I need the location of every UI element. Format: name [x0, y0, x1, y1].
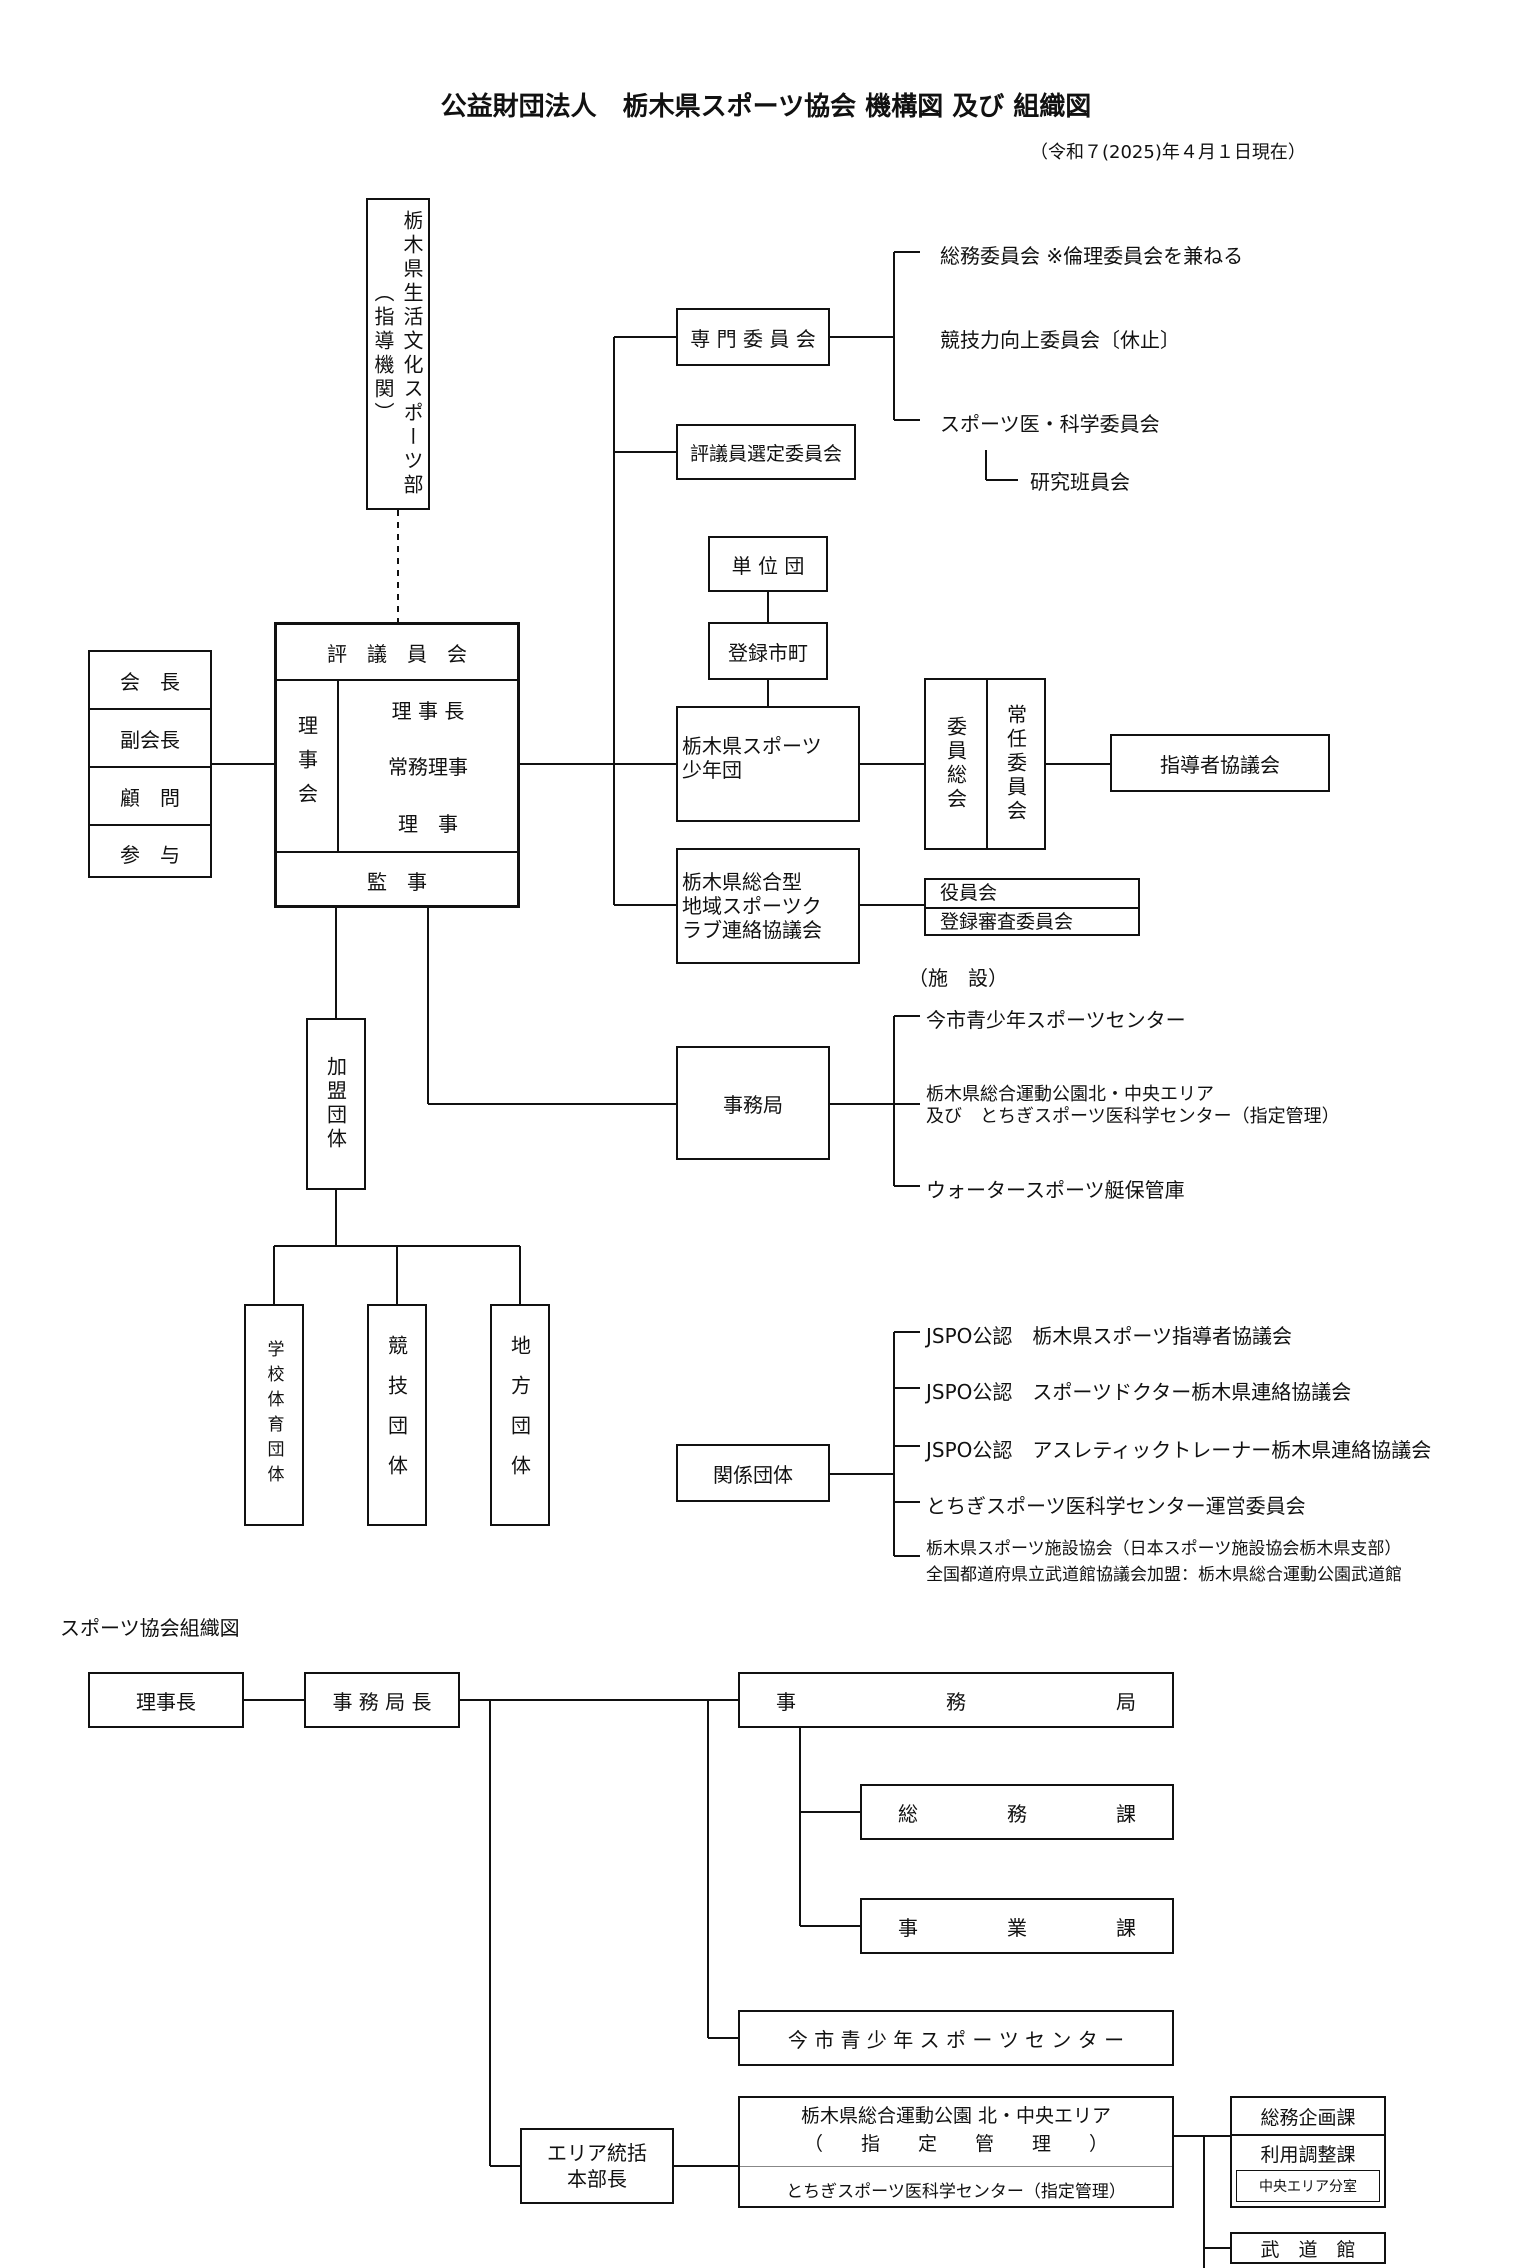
board-label: 理事会	[294, 715, 319, 817]
org-office-box: 事 務 局	[738, 1672, 1174, 1728]
org-park-box: 栃木県総合運動公園 北・中央エリア （ 指 定 管 理 ） とちぎスポーツ医科学…	[738, 2096, 1174, 2208]
unit-box: 単 位 団	[708, 536, 828, 592]
committee-item: 競技力向上委員会〔休止〕	[940, 328, 1180, 352]
related-item: 栃木県スポーツ施設協会（日本スポーツ施設協会栃木県支部）	[926, 1539, 1402, 1559]
youth-standing: 常任委員会	[1003, 704, 1028, 824]
affiliated-type-box: 学校体育団体	[244, 1304, 304, 1526]
honorary-item: 参 与	[120, 842, 180, 867]
facility-item: 及び とちぎスポーツ医科学センター（指定管理）	[926, 1106, 1340, 1127]
org-area-head-box: エリア統括 本部長	[520, 2128, 674, 2204]
affiliated-type: 競技団体	[384, 1335, 409, 1495]
facility-item: 今市青少年スポーツセンター	[926, 1008, 1186, 1032]
honorary-item: 副会長	[90, 710, 210, 768]
related-item: JSPO公認 栃木県スポーツ指導者協議会	[926, 1324, 1292, 1348]
affiliated-type: 学校体育団体	[263, 1340, 284, 1490]
board-item: 理 事	[398, 812, 458, 837]
honorary-item: 顧 問	[90, 768, 210, 826]
org-general-char: 課	[1116, 1801, 1136, 1826]
related-box: 関係団体	[676, 1444, 830, 1502]
org-general-box: 総 務 課	[860, 1784, 1174, 1840]
leaders-box: 指導者協議会	[1110, 734, 1330, 792]
org-park-divisions: 総務企画課 利用調整課 中央エリア分室	[1230, 2096, 1386, 2208]
org-business-char: 業	[1007, 1915, 1027, 1940]
org-office-char: 事	[776, 1689, 796, 1714]
org-park-line2: （ 指 定 管 理 ）	[803, 2133, 1108, 2155]
org-heading: スポーツ協会組織図	[60, 1616, 240, 1640]
honorary-item: 会 長	[90, 652, 210, 710]
club-item: 役員会	[926, 880, 1138, 909]
org-planning: 総務企画課	[1232, 2098, 1384, 2136]
youth-committee-box: 委員総会 常任委員会	[924, 678, 1046, 850]
org-park-line3: とちぎスポーツ医科学センター（指定管理）	[786, 2181, 1126, 2202]
org-secgen-box: 事 務 局 長	[304, 1672, 460, 1728]
org-general-char: 総	[898, 1801, 918, 1826]
org-central-branch: 中央エリア分室	[1236, 2170, 1380, 2202]
council-label: 評 議 員 会	[277, 625, 517, 681]
youth-general: 委員総会	[943, 716, 968, 812]
org-general-char: 務	[1007, 1801, 1027, 1826]
org-business-char: 事	[898, 1915, 918, 1940]
guidance-body-text: 栃木県生活文化スポーツ部（指導機関）	[371, 210, 424, 498]
related-item: とちぎスポーツ医科学センター運営委員会	[926, 1494, 1306, 1518]
facility-item: 栃木県総合運動公園北・中央エリア	[926, 1084, 1214, 1105]
org-budokan: 武 道 館	[1230, 2232, 1386, 2264]
org-coordination: 利用調整課	[1260, 2143, 1356, 2166]
club-item: 登録審査委員会	[940, 911, 1074, 933]
org-chair-box: 理事長	[88, 1672, 244, 1728]
affiliated-box: 加盟団体	[306, 1018, 366, 1190]
youth-box: 栃木県スポーツ 少年団	[676, 706, 860, 822]
office-box: 事務局	[676, 1046, 830, 1160]
affiliated-type-box: 地方団体	[490, 1304, 550, 1526]
org-business-char: 課	[1116, 1915, 1136, 1940]
related-item: JSPO公認 スポーツドクター栃木県連絡協議会	[926, 1380, 1352, 1404]
committee-item: 総務委員会 ※倫理委員会を兼ねる	[940, 244, 1244, 268]
org-business-box: 事 業 課	[860, 1898, 1174, 1954]
committees-box: 専 門 委 員 会	[676, 308, 830, 366]
org-office-char: 務	[946, 1689, 966, 1714]
affiliated-type: 地方団体	[507, 1335, 532, 1495]
affiliated-type-box: 競技団体	[367, 1304, 427, 1526]
org-park-line1: 栃木県総合運動公園 北・中央エリア	[800, 2105, 1112, 2127]
club-items-box: 役員会 登録審査委員会	[924, 878, 1140, 936]
related-item: 全国都道府県立武道館協議会加盟：栃木県総合運動公園武道館	[926, 1565, 1402, 1585]
honorary-group: 会 長 副会長 顧 問 参 与	[88, 650, 212, 878]
selection-committee-box: 評議員選定委員会	[676, 424, 856, 480]
as-of-date: （令和７(2025)年４月１日現在）	[1030, 142, 1306, 163]
municipal-box: 登録市町	[708, 622, 828, 680]
committee-item: スポーツ医・科学委員会	[940, 412, 1160, 436]
guidance-body-box: 栃木県生活文化スポーツ部（指導機関）	[366, 198, 430, 510]
club-council-box: 栃木県総合型 地域スポーツク ラブ連絡協議会	[676, 848, 860, 964]
board-item: 理 事 長	[391, 698, 465, 723]
org-office-char: 局	[1116, 1689, 1136, 1714]
related-item: JSPO公認 アスレティックトレーナー栃木県連絡協議会	[926, 1438, 1432, 1462]
board-block: 評 議 員 会 理事会 理 事 長 常務理事 理 事 監 事	[274, 622, 520, 908]
board-item: 常務理事	[388, 755, 468, 780]
page-title: 公益財団法人 栃木県スポーツ協会 機構図 及び 組織図	[440, 92, 1092, 122]
facilities-label: （施 設）	[908, 966, 1008, 990]
org-imaichi-box: 今 市 青 少 年 ス ポ ー ツ セ ン タ ー	[738, 2010, 1174, 2066]
auditor-label: 監 事	[367, 869, 427, 894]
affiliated-label: 加盟団体	[323, 1056, 348, 1152]
committee-subitem: 研究班員会	[1030, 470, 1130, 494]
facility-item: ウォータースポーツ艇保管庫	[926, 1178, 1185, 1202]
